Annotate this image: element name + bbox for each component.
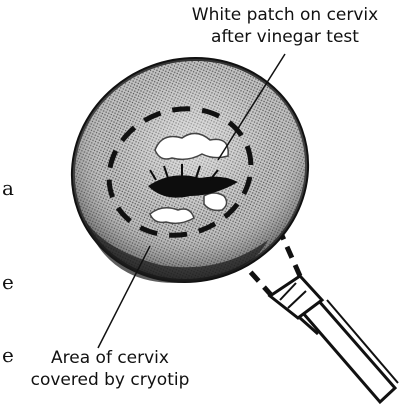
white-patch-label: White patch on cervix after vinegar test bbox=[168, 4, 402, 48]
cryotip-area-label-line2: covered by cryotip bbox=[0, 369, 220, 391]
cropped-text-letter-2: e bbox=[2, 272, 14, 292]
cervix bbox=[41, 26, 338, 313]
cropped-text-letter-3: e bbox=[2, 345, 14, 365]
cryotip-area-label-line1: Area of cervix bbox=[0, 347, 220, 369]
white-patch-label-line2: after vinegar test bbox=[168, 26, 402, 48]
cropped-text-letter-1: a bbox=[2, 178, 14, 198]
cryotip-area-label: Area of cervix covered by cryotip bbox=[0, 347, 220, 391]
cryoprobe bbox=[270, 276, 398, 402]
cropped-text-fragment bbox=[4, 14, 10, 34]
white-patch-label-line1: White patch on cervix bbox=[168, 4, 402, 26]
